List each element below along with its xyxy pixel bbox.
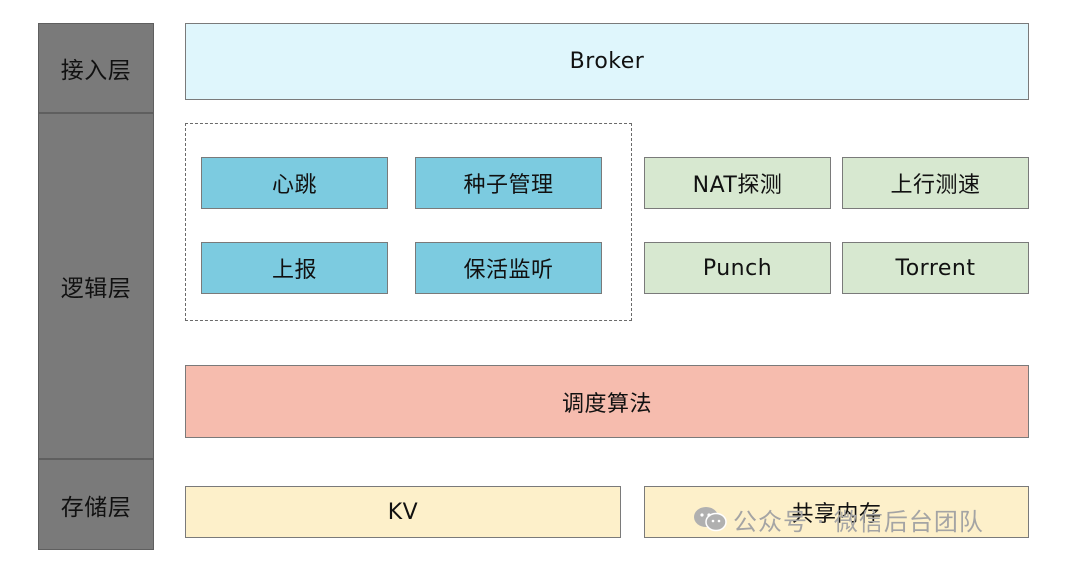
watermark-text: 公众号 · 微信后台团队 [733, 507, 984, 536]
storage-kv: KV [185, 486, 621, 538]
layer-access-label: 接入层 [38, 23, 154, 113]
wechat-icon [694, 507, 727, 532]
layer-logic-label: 逻辑层 [38, 113, 154, 459]
module-seed-management: 种子管理 [415, 157, 602, 209]
watermark: 公众号 · 微信后台团队 [693, 500, 984, 538]
broker-box: Broker [185, 23, 1029, 100]
scheduler-box: 调度算法 [185, 365, 1029, 438]
module-report: 上报 [201, 242, 388, 294]
module-keepalive-listen: 保活监听 [415, 242, 602, 294]
module-nat-detection: NAT探测 [644, 157, 831, 209]
module-punch: Punch [644, 242, 831, 294]
module-torrent: Torrent [842, 242, 1029, 294]
layer-storage-label: 存储层 [38, 459, 154, 550]
module-heartbeat: 心跳 [201, 157, 388, 209]
core-modules-group [185, 123, 632, 321]
module-upstream-speedtest: 上行测速 [842, 157, 1029, 209]
